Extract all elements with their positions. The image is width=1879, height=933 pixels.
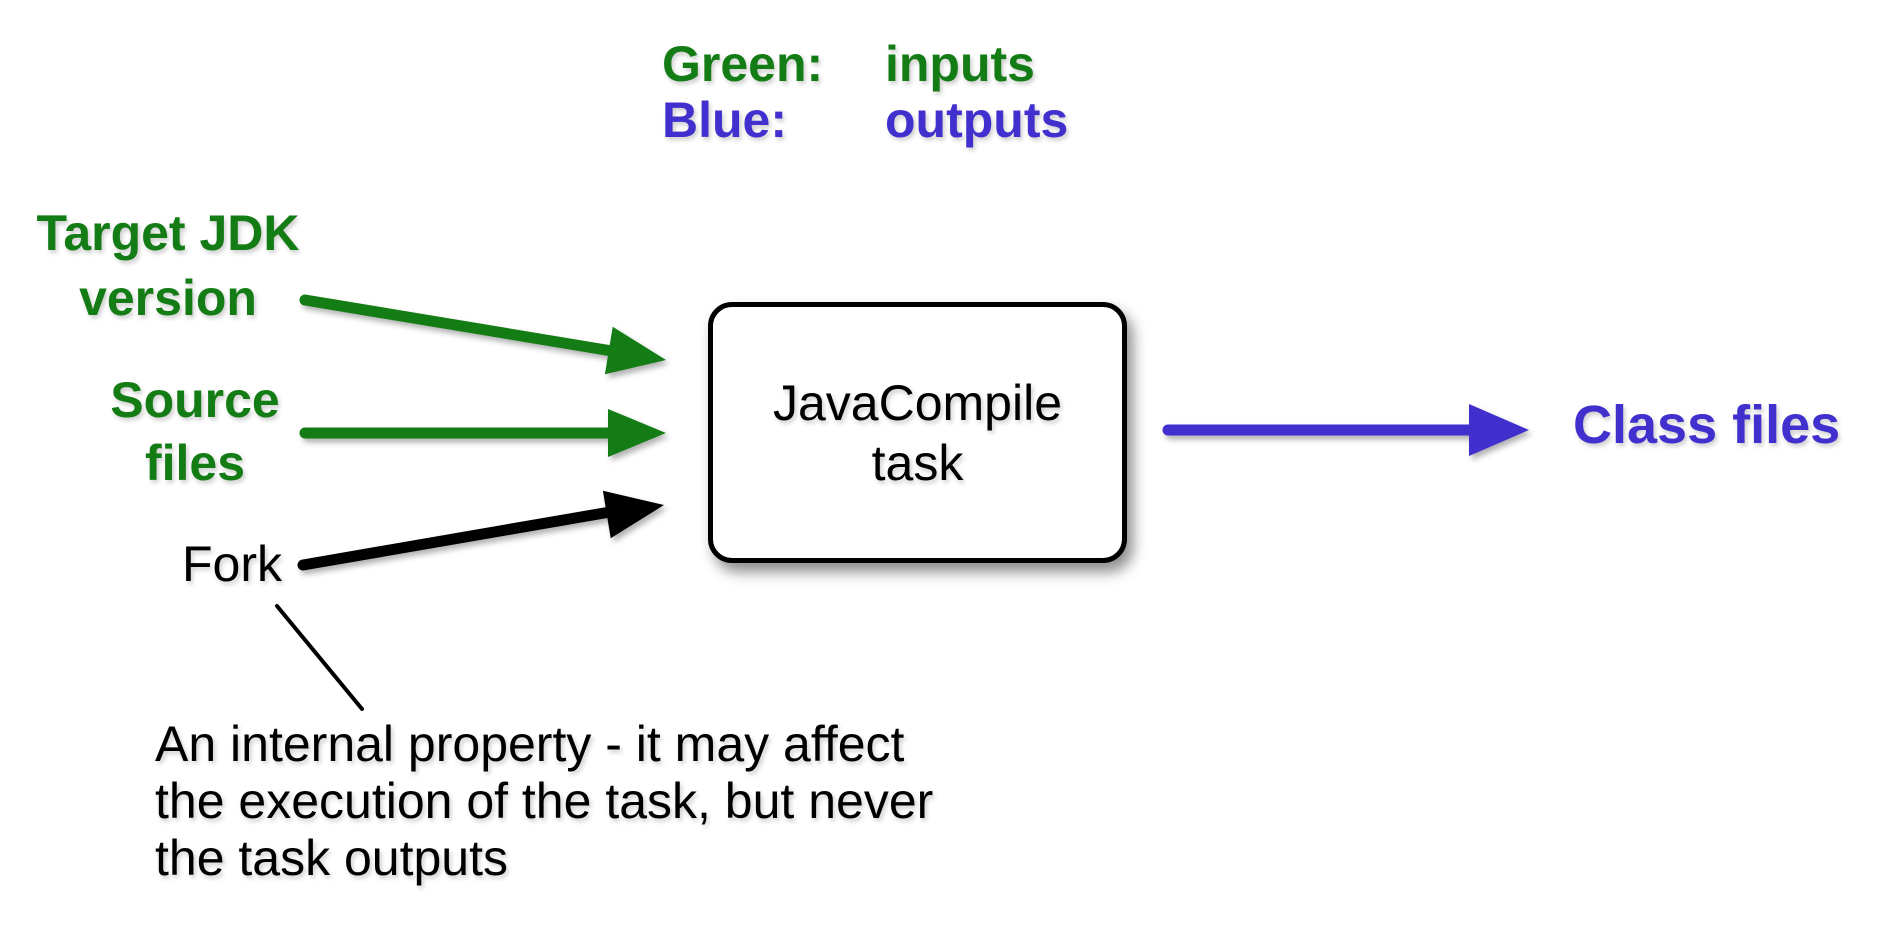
input-label-target-jdk-line1: Target JDK [36,205,300,261]
input-label-source-files-line2: files [144,435,246,491]
input-label-source-files-line1: Source [110,372,280,428]
internal-property-label-fork: Fork [182,536,282,592]
task-node-javacompile: JavaCompile task [708,302,1127,563]
legend-blue-value: outputs [885,92,1069,148]
annotation-connector-line [275,604,364,711]
arrow-input-target-jdk [299,294,666,375]
output-label-class-files: Class files [1573,395,1841,455]
input-label-target-jdk-version: Target JDK version [18,201,318,331]
annotation-line1: An internal property - it may affect [155,716,905,772]
task-node-line2: task [871,434,964,491]
legend: Green: inputs Blue: outputs [662,36,1068,148]
input-label-target-jdk-line2: version [79,270,257,326]
legend-row-inputs: Green: inputs [662,36,1068,92]
annotation-line3: the task outputs [155,830,509,886]
input-label-source-files: Source files [70,369,320,495]
arrow-output-class-files [1162,404,1529,456]
legend-green-label: Green: [662,36,824,92]
annotation-line2: the execution of the task, but never [155,773,934,829]
legend-blue-label: Blue: [662,92,787,148]
legend-green-value: inputs [885,36,1035,92]
task-node-line1: JavaCompile [772,374,1062,431]
arrow-internal-fork [297,490,664,571]
legend-row-outputs: Blue: outputs [662,92,1068,148]
arrow-input-source-files [299,409,666,457]
annotation-internal-property: An internal property - it may affect the… [155,716,933,887]
